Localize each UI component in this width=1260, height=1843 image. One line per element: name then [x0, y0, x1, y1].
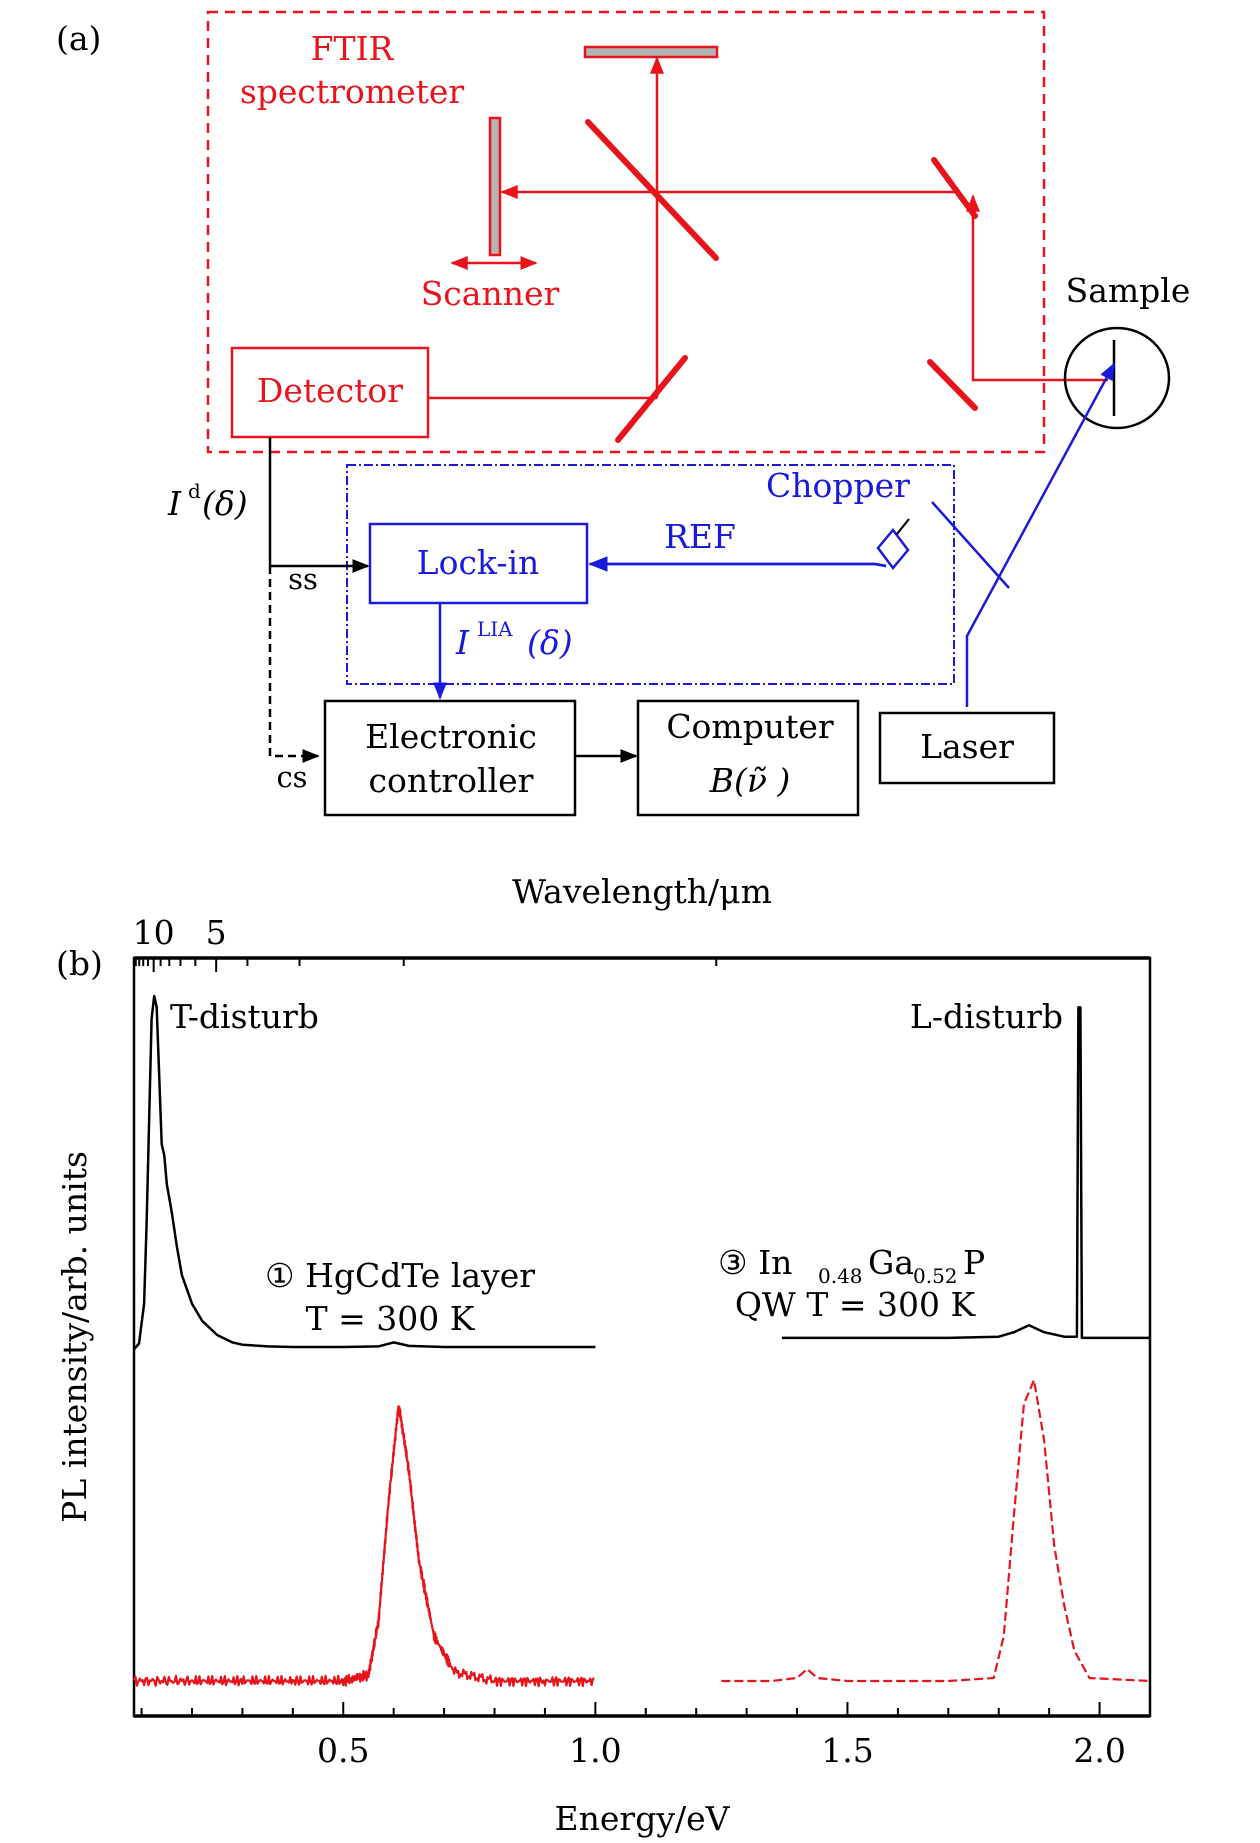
- ref-label: REF: [664, 517, 736, 556]
- detector-signal-sup: d: [188, 479, 201, 503]
- computer-line2: B(ν̃ ): [709, 761, 791, 800]
- panel-b-label: (b): [56, 944, 103, 983]
- lockin-group-box: [346, 464, 955, 685]
- annotation-l-disturb: L-disturb: [910, 997, 1063, 1036]
- x-tick-label: 0.5: [317, 1731, 369, 1770]
- ingap-ga: Ga: [868, 1243, 914, 1282]
- lockin-box: [368, 522, 589, 605]
- series-line-3: [721, 1378, 1151, 1683]
- sensor-link: [896, 518, 910, 535]
- ftir-subtitle: spectrometer: [240, 72, 465, 111]
- ftir-spectrometer-box: [206, 10, 1046, 454]
- y-axis-label: PL intensity/arb. units: [55, 1151, 94, 1523]
- x-tick-label: 1.5: [821, 1731, 873, 1770]
- cs-signal-line: [268, 566, 320, 763]
- ref-signal-line: [588, 556, 887, 572]
- right-lower-mirror: [927, 359, 978, 411]
- beam-from-sample: [966, 194, 1108, 382]
- chopper-blade: [931, 501, 1010, 589]
- laser-label: Laser: [920, 727, 1014, 766]
- panel-a-label: (a): [56, 19, 101, 58]
- chopper-sensor-icon: [876, 527, 910, 571]
- annotation-ingap-line2: QW T = 300 K: [735, 1285, 977, 1324]
- scanner-label: Scanner: [421, 274, 560, 313]
- x-tick-label: 1.0: [569, 1731, 621, 1770]
- ftir-title: FTIR: [311, 29, 395, 68]
- top-ticks: 10 5: [133, 913, 718, 972]
- detector-signal-label: I d (δ): [167, 479, 248, 523]
- detector-label: Detector: [257, 371, 403, 410]
- electronic-controller-line1: Electronic: [365, 717, 537, 756]
- electronic-controller-box: [323, 699, 577, 817]
- laser-beam: [965, 362, 1116, 707]
- lia-signal-base: I: [455, 623, 470, 662]
- series-line-2: [132, 1405, 595, 1688]
- series-line-1: [781, 1006, 1150, 1340]
- panel-b-chart: (b) Wavelength/μm Energy/eV PL intensity…: [55, 872, 1152, 1838]
- detector-signal-base: I: [167, 484, 182, 523]
- ingap-prefix: ③ In: [718, 1243, 792, 1282]
- ingap-sub2: 0.52: [913, 1264, 958, 1288]
- beam-splitter: [585, 119, 719, 261]
- scanner-mirror: [488, 116, 502, 257]
- top-tick-label: 5: [206, 913, 227, 952]
- electronic-controller-line2: controller: [369, 761, 534, 800]
- ss-label: ss: [288, 562, 318, 596]
- laser-box: [878, 711, 1056, 785]
- top-tick-label: 10: [133, 913, 175, 952]
- ingap-p: P: [963, 1243, 985, 1282]
- lia-signal-label: I LIA (δ): [455, 617, 573, 662]
- lockin-label: Lock-in: [417, 543, 540, 582]
- computer-box: [636, 699, 860, 817]
- annotation-hgcdte-line2: T = 300 K: [306, 1299, 476, 1338]
- sample-label: Sample: [1066, 271, 1191, 310]
- x-ticks: 0.5 1.0 1.5 2.0: [140, 1702, 1151, 1770]
- detector-signal-arg: (δ): [202, 484, 248, 523]
- annotation-hgcdte-line1: ① HgCdTe layer: [265, 1256, 535, 1295]
- x-axis-label: Energy/eV: [555, 1799, 731, 1838]
- lia-signal-arg: (δ): [527, 623, 573, 662]
- x-tick-label: 2.0: [1073, 1731, 1125, 1770]
- annotation-ingap-line1: ③ In 0.48 Ga 0.52 P: [718, 1243, 985, 1288]
- series-line-0: [133, 994, 596, 1351]
- lia-signal-sup: LIA: [477, 617, 513, 641]
- top-axis-label: Wavelength/μm: [512, 872, 772, 911]
- cs-label: cs: [276, 760, 307, 794]
- fixed-mirror: [583, 45, 719, 59]
- panel-a: (a) FTIR spectrometer Scanner Detector S: [56, 10, 1191, 817]
- right-upper-mirror: [931, 157, 978, 219]
- sample-holder-circle: [1063, 326, 1171, 430]
- computer-line1: Computer: [666, 707, 834, 746]
- ingap-sub1: 0.48: [818, 1264, 863, 1288]
- detector-box: [230, 346, 430, 439]
- chopper-label: Chopper: [766, 466, 910, 505]
- annotation-t-disturb: T-disturb: [170, 997, 319, 1036]
- series-group: [132, 994, 1151, 1688]
